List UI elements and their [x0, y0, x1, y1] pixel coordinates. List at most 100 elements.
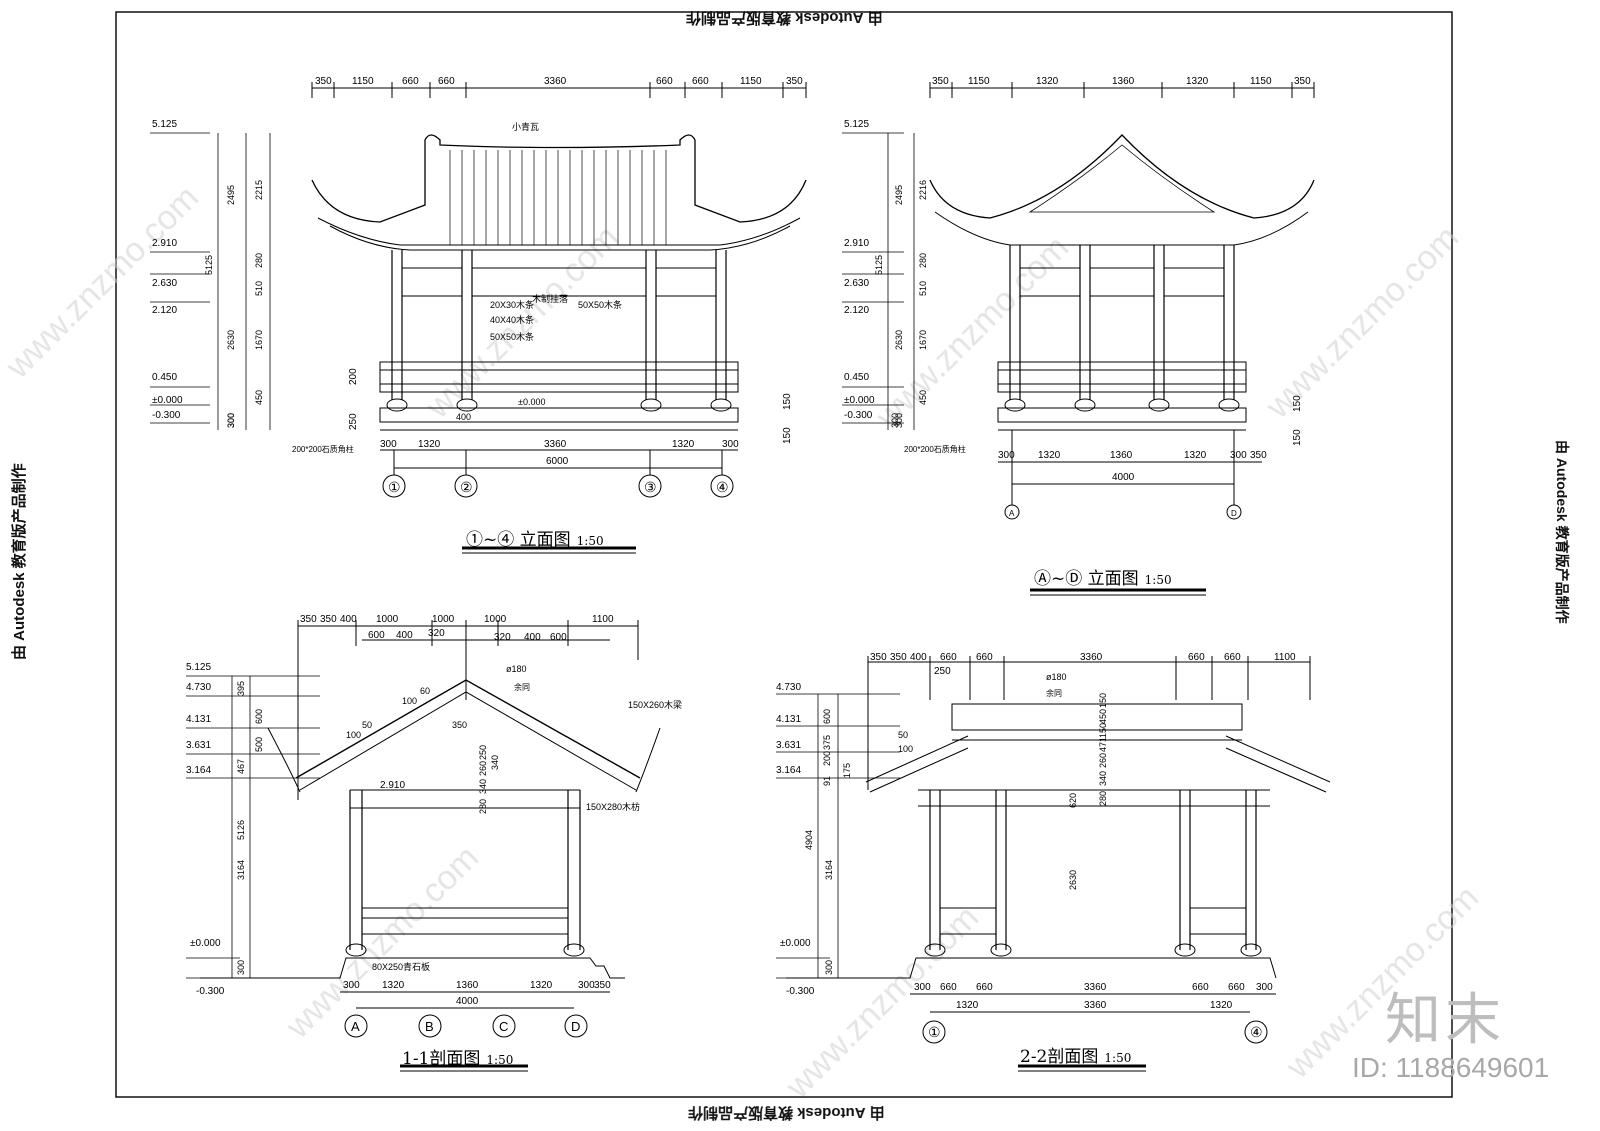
dim-text: 350: [320, 614, 337, 625]
mid-dim: 471: [1098, 737, 1108, 752]
dim-text: 1320: [1036, 76, 1059, 87]
vdim: 375: [822, 735, 832, 750]
note: 200*200石质角柱: [904, 444, 966, 454]
autodesk-stamp-bottom: 由 Autodesk 教育版产品制作: [688, 1104, 885, 1121]
mid-dim: 260: [1098, 753, 1108, 768]
bottom-dim: 300: [1256, 982, 1273, 993]
note: 150X280木枋: [586, 801, 640, 812]
dim-text: 320: [428, 628, 445, 639]
vdim: 2216: [918, 180, 928, 200]
dim-text: 1320: [1186, 76, 1209, 87]
level-label: -0.300: [152, 410, 181, 421]
dim-text: 1150: [968, 76, 990, 87]
note: ø180: [506, 664, 527, 674]
note: 200*200石质角柱: [292, 444, 354, 454]
slope: 100: [402, 696, 417, 706]
bottom-dim: 3360: [1084, 982, 1107, 993]
bottom-dim: 1320: [530, 980, 553, 991]
dim-text: 1100: [1274, 652, 1296, 663]
elevation-1-4: [150, 82, 807, 554]
overall-dim: 4000: [456, 996, 479, 1007]
bottom-dim: 300: [722, 439, 739, 450]
railing: [361, 907, 569, 935]
dim-text: 350: [300, 614, 317, 625]
level-label: -0.300: [196, 986, 225, 997]
note: 20X30木条: [490, 299, 534, 310]
level-label: 3.164: [186, 765, 211, 776]
bottom-dim: 350: [594, 980, 611, 991]
vdim: 2630: [226, 330, 236, 350]
slope: 60: [420, 686, 430, 696]
ground-line: [200, 957, 625, 979]
bottom-dim: 1360: [1110, 450, 1133, 461]
view-scale: 1:50: [1144, 573, 1172, 587]
ridge-dim: 350: [452, 720, 467, 730]
watermark-text: www.znzmo.com: [1258, 218, 1466, 426]
axis-label: A: [351, 1019, 360, 1034]
axis-label: ④: [1250, 1024, 1263, 1040]
mid-dim: 340: [478, 779, 488, 794]
ridge-beam: [951, 703, 1243, 731]
vdim: 5126: [236, 820, 246, 840]
vdim: 5125: [874, 255, 884, 275]
bottom-dim: 1320: [672, 439, 695, 450]
note: 余同: [1046, 688, 1062, 698]
level-label: 0.450: [152, 372, 177, 383]
watermark-text: www.znzmo.com: [278, 838, 486, 1046]
mid-dim: 150: [1098, 723, 1108, 738]
axis-label: ②: [460, 479, 473, 495]
dim-text: 1000: [484, 614, 507, 625]
vdim: 510: [918, 281, 928, 296]
dim-text: 250: [934, 666, 951, 677]
axis-label: ③: [644, 479, 657, 495]
roof-left: [865, 735, 969, 783]
vdim: 280: [918, 253, 928, 268]
bottom-dim: 660: [1228, 982, 1245, 993]
dim-text: 400: [396, 630, 413, 641]
dim-text: 400: [910, 652, 927, 663]
vdim: 280: [254, 253, 264, 268]
vdim: 1670: [254, 330, 264, 350]
dim-text: 660: [402, 76, 419, 87]
mid-dim: 340: [490, 755, 500, 770]
dim-text: 1000: [376, 614, 399, 625]
note: ø180: [1046, 672, 1067, 682]
level-label: 2.910: [152, 238, 177, 249]
elevation-a-d-text: 350 1150 1320 1360 1320 1150 350 300 132…: [844, 76, 1311, 518]
roof-outline: [929, 134, 1315, 219]
view-scale: 1:50: [486, 1053, 514, 1067]
railing-right: [1189, 907, 1247, 935]
note: 40X40木条: [490, 314, 534, 325]
section-2-2-text: 350 350 400 660 660 3360 660 660 1100 25…: [776, 652, 1296, 1040]
section-1-1-text: 350 350 400 1000 1000 1000 1100 600 400 …: [186, 614, 682, 1034]
vdim: 5125: [204, 255, 214, 275]
level-label: 2.910: [380, 780, 405, 791]
dim-text: 350: [315, 76, 332, 87]
bottom-dim: 300: [1230, 450, 1247, 461]
watermark-layer: www.znzmo.com www.znzmo.com www.znzmo.co…: [0, 178, 1486, 1106]
autodesk-stamp-left: 由 Autodesk 教育版产品制作: [11, 463, 28, 660]
level-label: ±0.000: [190, 938, 221, 949]
note: 余同: [514, 682, 530, 692]
dim-text: 400: [340, 614, 357, 625]
vdim: 450: [918, 390, 928, 405]
vdim: 3164: [236, 860, 246, 880]
vdim: 91: [822, 776, 832, 786]
dim-text: 1000: [432, 614, 455, 625]
bottom-dim: 660: [940, 982, 957, 993]
vdim: 300: [226, 413, 236, 428]
axis-label: C: [499, 1019, 508, 1034]
railing-left: [939, 907, 997, 935]
note: 80X250青石板: [372, 961, 430, 972]
bottom-dim: 300: [998, 450, 1015, 461]
view-title-text: Ⓐ~Ⓓ 立面图: [1034, 569, 1139, 589]
dim-text: 3360: [1080, 652, 1103, 663]
level-label: 0.450: [844, 372, 869, 383]
vdim: 467: [236, 759, 246, 774]
vdim: 450: [254, 390, 264, 405]
slope: 100: [898, 744, 913, 754]
vdim: 1670: [918, 330, 928, 350]
